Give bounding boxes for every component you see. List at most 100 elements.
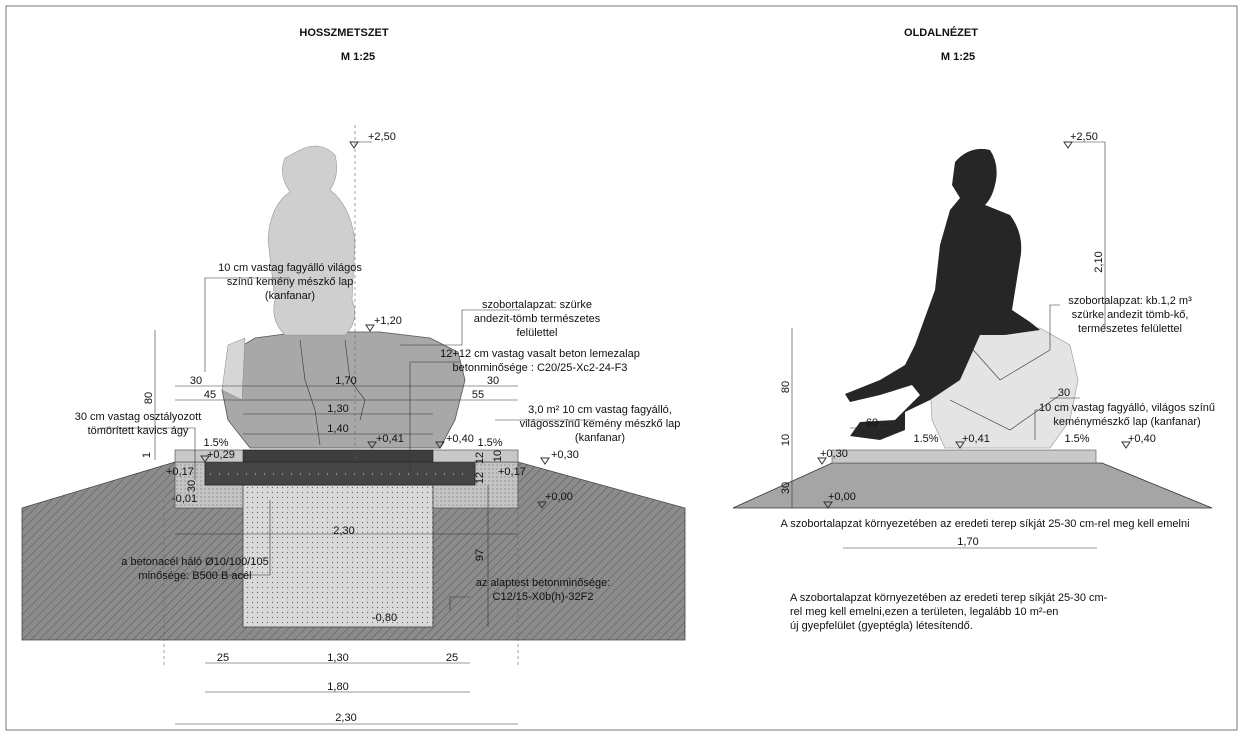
note-lime-right-2: világosszínű kemény mészkő lap (520, 418, 681, 430)
leader-line (1034, 409, 1040, 440)
dim-12: 12 (474, 472, 486, 484)
right-ground (732, 462, 1213, 509)
dim-30v: 30 (186, 480, 198, 492)
right-note-pedestal-2: szürke andezit tömb-kő, (1072, 309, 1189, 321)
level-040: +0,40 (446, 433, 474, 445)
right-level-041: +0,41 (962, 433, 990, 445)
note-limestone-3: (kanfanar) (265, 290, 315, 302)
right-note-lime-1: 10 cm vastag fagyálló, világos színű (1039, 402, 1215, 414)
dim-130a: 1,30 (327, 403, 348, 415)
note-lime-right-3: (kanfanar) (575, 432, 625, 444)
right-note-pedestal-3: természetes felülettel (1078, 323, 1182, 335)
dim-230mid: 2,30 (333, 525, 354, 537)
dim-b230: 2,30 (335, 712, 356, 724)
level-000: +0,00 (545, 491, 573, 503)
stone-line (949, 394, 1061, 431)
dim-30a: 30 (190, 375, 202, 387)
right-note-lime-2: keménymészkő lap (kanfanar) (1053, 416, 1200, 428)
note-pedestal-2: andezit-tömb természetes (474, 313, 601, 325)
dim-1: 1 (141, 452, 153, 458)
note-gravel-2: tömörített kavics ágy (88, 425, 189, 437)
left-section: HOSSZMETSZET M 1:25 +2,50 +1,20 +0,41 (21, 27, 686, 725)
dim-b130: 1,30 (327, 652, 348, 664)
note-limestone-2: színű kemény mészkő lap (227, 276, 354, 288)
right-dim-80: 80 (780, 381, 792, 393)
crack-line (299, 339, 321, 446)
note-pedestal-3: felülettel (517, 327, 558, 339)
level-001: -0,01 (172, 493, 197, 505)
dim-30b: 30 (487, 375, 499, 387)
level-029: +0,29 (207, 449, 235, 461)
level-017a: +0,17 (166, 466, 194, 478)
level-marker (365, 324, 375, 332)
dim-140: 1,40 (327, 423, 348, 435)
right-level-000: +0,00 (828, 491, 856, 503)
note-slab-2: betonminősége : C20/25-Xc2-24-F3 (453, 362, 628, 374)
right-para-3: új gyepfelület (gyeptégla) létesítendő. (790, 620, 973, 632)
right-dim-30h: 30 (1058, 387, 1070, 399)
dim-170: 1,70 (335, 375, 356, 387)
level-marker (537, 501, 547, 509)
statue-front (267, 145, 356, 336)
dim-45: 45 (204, 389, 216, 401)
dim-pct2: 1.5% (477, 437, 502, 449)
right-level-040: +0,40 (1128, 433, 1156, 445)
right-para-1: A szobortalapzat környezetében az eredet… (790, 592, 1108, 604)
right-level-030: +0,30 (820, 448, 848, 460)
level-seat: +1,20 (374, 315, 402, 327)
level-top: +2,50 (368, 131, 396, 143)
note-pedestal-1: szobortalapzat: szürke (482, 299, 592, 311)
level-marker (823, 501, 833, 509)
sheet-frame (5, 5, 1238, 731)
slab-upper (242, 449, 434, 463)
dim-b180: 1,80 (327, 681, 348, 693)
level-marker (200, 455, 210, 463)
dim-97: 97 (474, 549, 486, 561)
level-marker (367, 441, 377, 449)
leader-line (200, 500, 271, 576)
note-mesh-2: minősége: B500 B acél (138, 570, 251, 582)
foundation-block (242, 484, 434, 628)
level-marker (540, 457, 550, 465)
dim-b25a: 25 (217, 652, 229, 664)
level-030: +0,30 (551, 449, 579, 461)
right-limestone-slab (831, 449, 1097, 464)
left-title: HOSSZMETSZET (299, 27, 389, 39)
level-080: -0,80 (372, 612, 397, 624)
level-marker (349, 141, 372, 149)
dim-80: 80 (143, 392, 155, 404)
level-marker (817, 457, 827, 465)
right-scale: M 1:25 (941, 51, 975, 63)
level-017b: +0,17 (498, 466, 526, 478)
leader-line (1049, 304, 1060, 350)
level-marker (1063, 141, 1105, 149)
dim-10v: 10 (492, 450, 504, 462)
level-marker (435, 441, 445, 449)
pedestal-side (221, 337, 246, 401)
right-pct1: 1.5% (913, 433, 938, 445)
note-limestone-1: 10 cm vastag fagyálló világos (218, 262, 362, 274)
right-title: OLDALNÉZET (904, 26, 978, 39)
leader-line (100, 427, 196, 480)
level-marker (955, 441, 965, 449)
note-mesh-1: a betonacél háló Ø10/100/105 (121, 556, 268, 568)
dim-pct1: 1.5% (203, 437, 228, 449)
leader-line (204, 277, 290, 372)
right-dim-170: 1,70 (957, 536, 978, 548)
dim-12b: 12 (474, 452, 486, 464)
dim-b25b: 25 (446, 652, 458, 664)
note-lime-right-1: 3,0 m² 10 cm vastag fagyálló, (528, 404, 672, 416)
level-041: +0,41 (376, 433, 404, 445)
right-note-terrain: A szobortalapzat környezetében az eredet… (780, 518, 1189, 530)
right-dim-210: 2,10 (1093, 251, 1105, 272)
note-found-2: C12/15-X0b(h)-32F2 (493, 591, 594, 603)
right-pct2: 1.5% (1064, 433, 1089, 445)
concrete-slab (204, 461, 476, 486)
right-level-top: +2,50 (1070, 131, 1098, 143)
note-gravel-1: 30 cm vastag osztályozott (75, 411, 202, 423)
level-marker (1121, 441, 1131, 449)
note-found-1: az alaptest betonminősége: (476, 577, 611, 589)
note-slab-1: 12+12 cm vastag vasalt beton lemezalap (440, 348, 640, 360)
